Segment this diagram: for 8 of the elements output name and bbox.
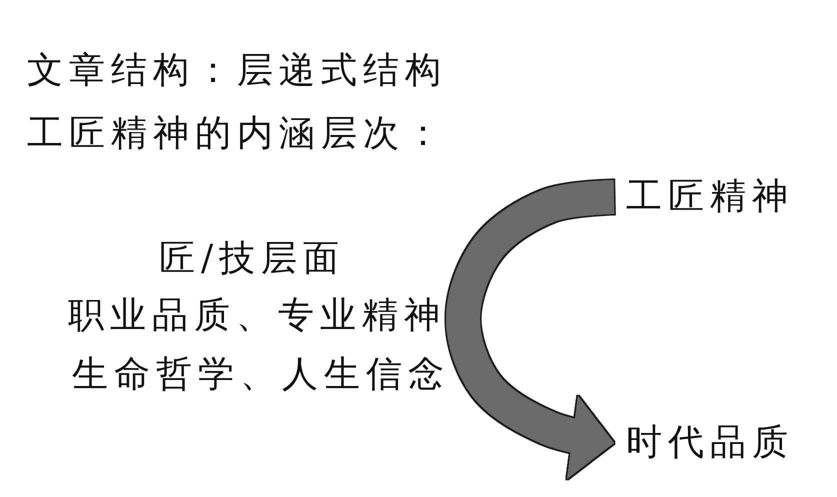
node-label: 时代品质	[614, 422, 794, 464]
level-text: 生命哲学、人生信念	[72, 354, 450, 396]
node-label: 工匠精神	[614, 176, 794, 218]
subheading: 工匠精神的内涵层次：	[27, 113, 447, 155]
heading: 文章结构：层递式结构	[27, 50, 447, 92]
level-text: 匠/技层面	[159, 238, 346, 280]
level-text: 职业品质、专业精神	[68, 295, 446, 337]
curved-arrow	[446, 180, 616, 479]
